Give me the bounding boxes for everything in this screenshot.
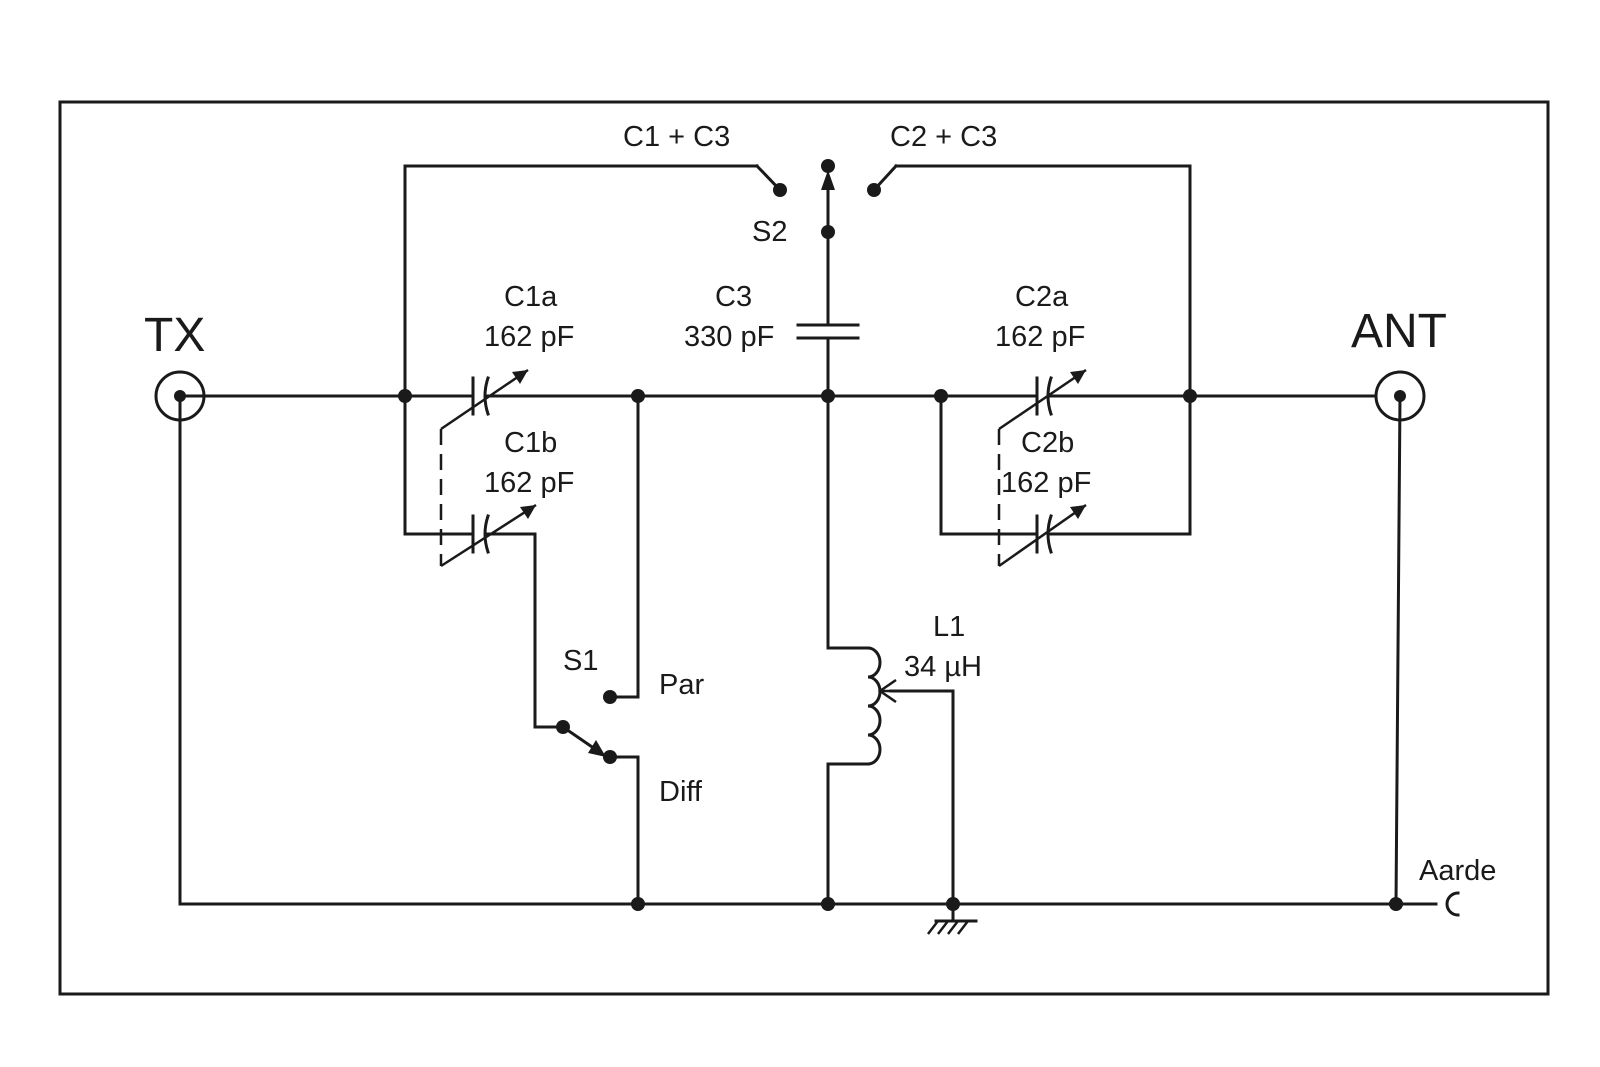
- l1-name: L1: [933, 611, 965, 643]
- variable-capacitor-c2b: [998, 503, 1087, 568]
- diff-label: Diff: [659, 776, 703, 808]
- c2a-value: 162 pF: [995, 321, 1085, 353]
- c2a-name: C2a: [1015, 281, 1069, 313]
- c1b-value: 162 pF: [484, 467, 574, 499]
- junction-dots: [398, 389, 1403, 911]
- c1b-name: C1b: [504, 427, 557, 459]
- c2b-value: 162 pF: [1001, 467, 1091, 499]
- c1a-name: C1a: [504, 281, 558, 313]
- s1-label: S1: [563, 645, 598, 677]
- inductor-l1: [866, 646, 897, 766]
- aarde-label: Aarde: [1419, 855, 1496, 887]
- c3-value: 330 pF: [684, 321, 774, 353]
- s2-left-label: C1 + C3: [623, 121, 730, 153]
- switch-s1: [556, 690, 617, 764]
- diagram-frame: [58, 100, 1550, 996]
- c3-name: C3: [715, 281, 752, 313]
- ant-label: ANT: [1351, 305, 1447, 358]
- s2-label: S2: [752, 216, 787, 248]
- ground-symbol: [927, 902, 978, 935]
- earth-terminal: [1445, 891, 1460, 917]
- switch-s2: [773, 159, 881, 239]
- s2-right-label: C2 + C3: [890, 121, 997, 153]
- variable-capacitor-c1b: [440, 503, 537, 568]
- wires: [178, 163, 1438, 906]
- par-label: Par: [659, 669, 704, 701]
- c1a-value: 162 pF: [484, 321, 574, 353]
- variable-capacitor-c1a: [440, 368, 529, 431]
- tx-label: TX: [144, 309, 205, 362]
- c2b-name: C2b: [1021, 427, 1074, 459]
- capacitor-c3: [796, 323, 860, 340]
- variable-capacitor-c2a: [998, 368, 1087, 431]
- l1-value: 34 µH: [904, 651, 982, 683]
